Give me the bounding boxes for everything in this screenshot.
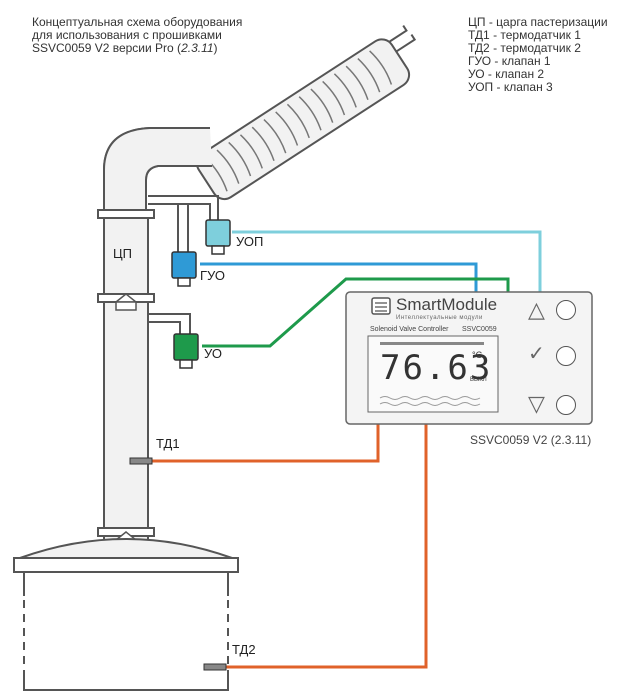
up-button[interactable]	[556, 300, 576, 320]
legend-item: ТД1 - термодатчик 1	[468, 28, 581, 42]
controller-display-value: 76.63	[380, 348, 493, 388]
arrow-up-icon: △	[528, 297, 545, 322]
condenser	[196, 25, 417, 201]
controller-brand: SmartModule	[396, 295, 498, 314]
controller-caption: SSVC0059 V2 (2.3.11)	[470, 433, 592, 447]
column-flange-top	[97, 209, 155, 219]
sensor-td2-label: ТД2	[232, 642, 256, 657]
wire-uo	[202, 277, 510, 348]
wire-td2	[226, 424, 428, 669]
title-prefix: SSVC0059 V2 версии Pro (	[32, 41, 182, 55]
controller-tagline: Интеллектуальные модули	[396, 315, 483, 321]
valve-guo-label: ГУО	[200, 268, 225, 283]
boiler-rim	[13, 557, 239, 573]
legend-item: ГУО - клапан 1	[468, 54, 551, 68]
valve-uop-label: УОП	[236, 234, 264, 249]
arrow-down-icon: ▽	[528, 391, 545, 416]
valve-guo	[171, 251, 197, 287]
logo-icon	[371, 297, 391, 315]
diagram-title-line3: SSVC0059 V2 версии Pro (2.3.11)	[32, 42, 218, 55]
sensor-td2-probe	[203, 663, 227, 671]
legend-item: ТД2 - термодатчик 2	[468, 41, 581, 55]
valve-uop	[205, 219, 231, 255]
controller-status: ВЫКЛ	[470, 377, 487, 383]
column-label: ЦП	[113, 246, 132, 261]
column-tube	[103, 211, 149, 543]
controller-model-right: SSVC0059	[462, 326, 497, 333]
diagram-title-line1: Концептуальная схема оборудования	[32, 15, 243, 29]
wire-uop	[232, 230, 542, 292]
sensor-td1-probe	[129, 457, 153, 465]
down-button[interactable]	[556, 395, 576, 415]
title-suffix: )	[213, 41, 218, 55]
diagram-title-line2: для использования с прошивками	[32, 28, 222, 42]
column-clamp-mid	[113, 293, 139, 311]
boiler-lid	[19, 538, 233, 559]
controller-model-left: Solenoid Valve Controller	[370, 326, 449, 333]
legend-item: УОП - клапан 3	[468, 80, 553, 94]
confirm-button[interactable]	[556, 346, 576, 366]
boiler-body	[23, 572, 229, 690]
wire-td1	[152, 424, 380, 463]
legend-item: УО - клапан 2	[468, 67, 545, 81]
controller-unit: °C	[472, 350, 483, 360]
sensor-td1-label: ТД1	[156, 436, 180, 451]
title-version: 2.3.11	[181, 41, 214, 55]
valve-uo	[173, 333, 199, 369]
check-icon: ✓	[528, 343, 545, 365]
wire-guo	[200, 262, 478, 292]
legend-item: ЦП - царга пастеризации	[468, 15, 608, 29]
valve-uo-label: УО	[204, 346, 222, 361]
